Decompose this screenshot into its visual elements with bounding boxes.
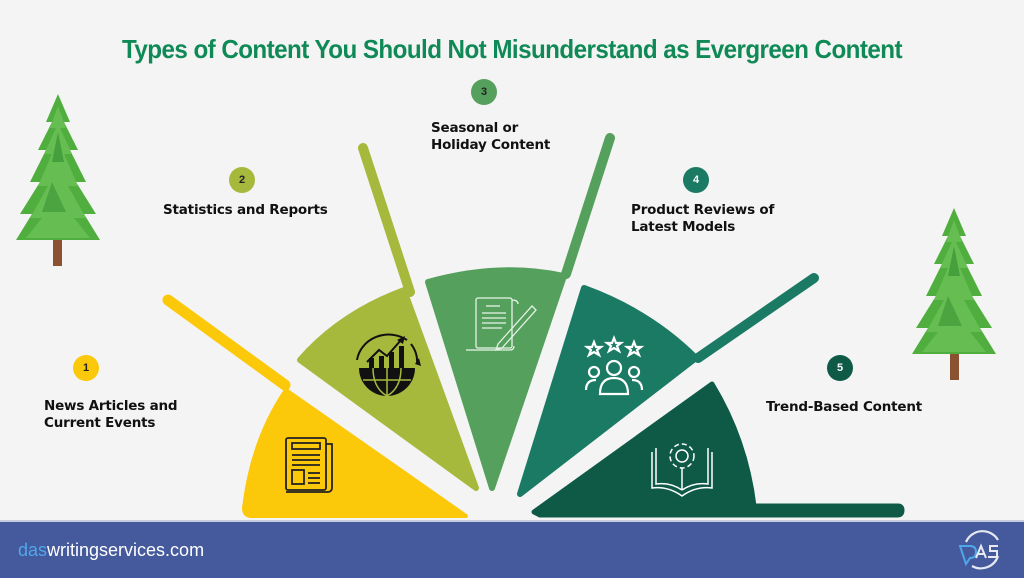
segment-5 bbox=[531, 381, 905, 518]
document-pencil-icon bbox=[466, 297, 537, 352]
site-url[interactable]: daswritingservices.com bbox=[18, 540, 204, 561]
step-label-3-line1: Seasonal or bbox=[431, 120, 519, 136]
footer-bar: daswritingservices.com bbox=[0, 520, 1024, 578]
newspaper-icon bbox=[285, 437, 333, 493]
segment-3 bbox=[425, 133, 615, 491]
step-label-3: Seasonal or Holiday Content bbox=[431, 120, 550, 154]
step-badge-3: 3 bbox=[471, 79, 497, 105]
step-label-4-line2: Latest Models bbox=[631, 219, 736, 235]
segment-4 bbox=[517, 273, 819, 497]
step-label-2: Statistics and Reports bbox=[163, 202, 328, 219]
step-badge-5: 5 bbox=[827, 355, 853, 381]
step-label-5-line1: Trend-Based Content bbox=[766, 399, 923, 415]
step-badge-4: 4 bbox=[683, 167, 709, 193]
step-label-4-line1: Product Reviews of bbox=[631, 202, 775, 218]
step-label-1-line2: Current Events bbox=[44, 415, 156, 431]
step-badge-1: 1 bbox=[73, 355, 99, 381]
step-label-3-line2: Holiday Content bbox=[431, 137, 551, 153]
book-gear-icon bbox=[651, 443, 713, 497]
step-label-5: Trend-Based Content bbox=[766, 399, 922, 416]
pine-tree-right-icon bbox=[912, 208, 996, 380]
step-label-1-line1: News Articles and bbox=[44, 398, 178, 414]
step-label-4: Product Reviews of Latest Models bbox=[631, 202, 774, 236]
rated-people-icon bbox=[583, 335, 645, 396]
fan-diagram bbox=[162, 133, 905, 518]
step-label-2-line1: Statistics and Reports bbox=[163, 202, 328, 218]
step-label-1: News Articles and Current Events bbox=[44, 398, 178, 432]
step-badge-2: 2 bbox=[229, 167, 255, 193]
pine-tree-left-icon bbox=[16, 94, 100, 266]
page-title: Types of Content You Should Not Misunder… bbox=[121, 34, 903, 64]
das-logo-icon bbox=[958, 530, 1000, 570]
site-url-accent: das bbox=[18, 540, 48, 560]
site-url-rest: writingservices.com bbox=[47, 540, 205, 560]
global-statistics-icon bbox=[356, 333, 421, 397]
